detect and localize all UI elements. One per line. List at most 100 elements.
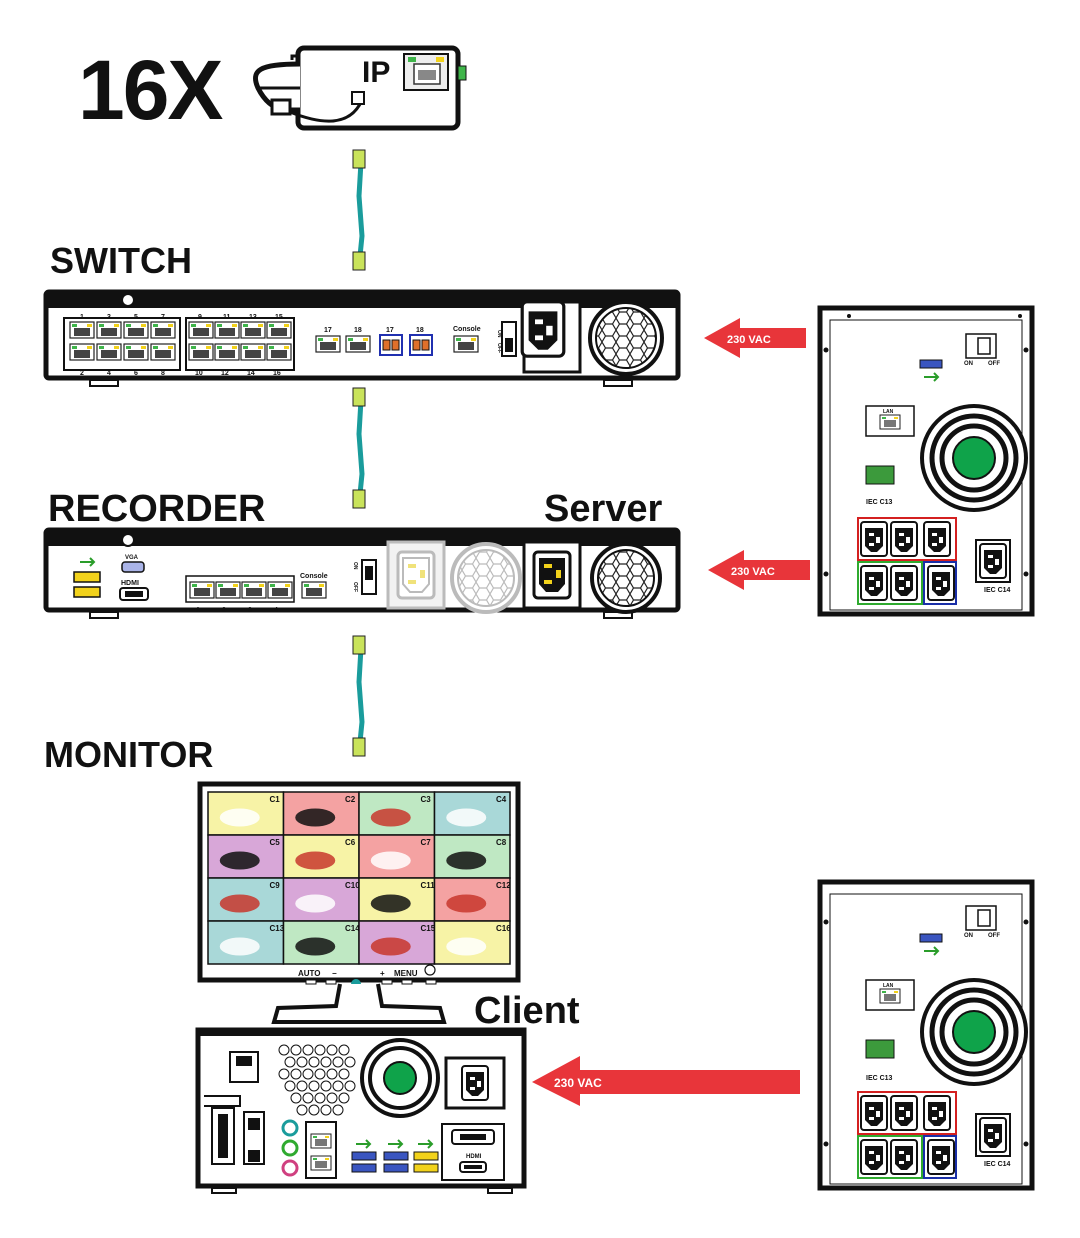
power-arrow-recorder: 230 VAC bbox=[708, 550, 810, 590]
switch-port-4: 4 bbox=[107, 370, 111, 377]
camera-view-c4: C4 bbox=[433, 791, 511, 836]
recorder-console-label: Console bbox=[300, 573, 328, 580]
cable-recorder-monitor bbox=[353, 636, 365, 756]
camera-view-label: C5 bbox=[270, 838, 281, 847]
switch-port-9: 9 bbox=[198, 314, 202, 321]
client-title: Client bbox=[474, 990, 580, 1032]
camera-count-label: 16X bbox=[78, 43, 223, 137]
camera-view-pictogram bbox=[219, 851, 260, 870]
recorder-on-label: ON bbox=[352, 562, 358, 570]
recorder-vga-label: VGA bbox=[125, 555, 139, 561]
camera-view-label: C13 bbox=[270, 924, 285, 933]
camera-view-c1: C1 bbox=[207, 791, 285, 836]
power-arrow-switch: 230 VAC bbox=[704, 318, 806, 358]
switch-port-11: 11 bbox=[223, 314, 231, 321]
switch-port-6: 6 bbox=[134, 370, 138, 377]
camera-view-pictogram bbox=[446, 808, 487, 827]
camera-view-c10: C10 bbox=[282, 877, 360, 922]
recorder-port-1: 1 bbox=[196, 607, 200, 614]
switch-uplink-18: 18 bbox=[354, 327, 362, 334]
camera-view-c2: C2 bbox=[282, 791, 360, 836]
recorder-hdmi-label: HDMI bbox=[121, 580, 139, 587]
ups-bottom-off: OFF bbox=[988, 933, 1000, 939]
power-label-recorder: 230 VAC bbox=[731, 566, 775, 578]
switch-console-label: Console bbox=[453, 326, 481, 333]
camera-view-pictogram bbox=[219, 937, 260, 956]
camera-view-c12: C12 bbox=[433, 877, 511, 922]
switch-device: 1 3 5 7 9 11 13 15 2 4 6 8 10 12 14 16 1… bbox=[43, 289, 681, 387]
camera-view-c7: C7 bbox=[358, 834, 436, 879]
camera-view-c8: C8 bbox=[433, 834, 511, 879]
ups-bottom-iec-c14: IEC C14 bbox=[984, 1161, 1011, 1168]
camera-view-label: C9 bbox=[270, 881, 281, 890]
camera-view-pictogram bbox=[446, 851, 487, 870]
camera-view-label: C6 bbox=[345, 838, 356, 847]
camera-view-pictogram bbox=[295, 851, 336, 870]
camera-view-label: C3 bbox=[421, 795, 432, 804]
camera-view-pictogram bbox=[370, 937, 411, 956]
camera-view-pictogram bbox=[295, 808, 336, 827]
ups-bottom-lan: LAN bbox=[883, 983, 894, 989]
ups-bottom: ON OFF LAN IEC C13 IEC C14 bbox=[817, 879, 1035, 1191]
recorder-title: RECORDER bbox=[48, 488, 266, 530]
camera-view-pictogram bbox=[219, 808, 260, 827]
camera-view-label: C10 bbox=[345, 881, 360, 890]
camera-view-pictogram bbox=[370, 808, 411, 827]
power-label-switch: 230 VAC bbox=[727, 334, 771, 346]
switch-on-label: ON bbox=[496, 330, 502, 338]
switch-title: SWITCH bbox=[50, 240, 192, 281]
camera-view-c11: C11 bbox=[358, 877, 436, 922]
camera-view-c13: C13 bbox=[207, 920, 285, 965]
server-title: Server bbox=[544, 488, 663, 530]
ups-top-iec-c13: IEC C13 bbox=[866, 499, 893, 506]
ups-bottom-on: ON bbox=[964, 933, 973, 939]
switch-port-7: 7 bbox=[161, 314, 165, 321]
camera-view-label: C1 bbox=[270, 795, 281, 804]
switch-port-2: 2 bbox=[80, 370, 84, 377]
ups-top-off: OFF bbox=[988, 361, 1000, 367]
camera-view-label: C8 bbox=[496, 838, 507, 847]
cable-camera-switch bbox=[353, 150, 365, 270]
camera-view-pictogram bbox=[219, 894, 260, 913]
recorder-port-2: 2 bbox=[222, 607, 226, 614]
camera-view-pictogram bbox=[295, 937, 336, 956]
client-device: HDMI bbox=[195, 1027, 527, 1194]
power-arrow-client: 230 VAC bbox=[532, 1056, 800, 1106]
camera-view-label: C16 bbox=[496, 924, 511, 933]
monitor-minus: − bbox=[332, 969, 337, 978]
camera-view-label: C11 bbox=[421, 881, 436, 890]
switch-sfp-17: 17 bbox=[386, 327, 394, 334]
recorder-port-4: 4 bbox=[274, 607, 278, 614]
switch-port-15: 15 bbox=[275, 314, 283, 321]
recorder-port-3: 3 bbox=[248, 607, 252, 614]
camera-view-c9: C9 bbox=[207, 877, 285, 922]
ups-top: ON OFF LAN IEC C13 IEC C14 bbox=[817, 305, 1035, 617]
camera-view-label: C15 bbox=[421, 924, 436, 933]
switch-port-14: 14 bbox=[247, 370, 255, 377]
camera-view-c5: C5 bbox=[207, 834, 285, 879]
monitor-title: MONITOR bbox=[44, 734, 214, 775]
camera-ip-tag: IP bbox=[362, 56, 390, 89]
camera-view-pictogram bbox=[295, 894, 336, 913]
power-label-client: 230 VAC bbox=[554, 1076, 602, 1090]
camera-view-c15: C15 bbox=[358, 920, 436, 965]
camera-view-label: C12 bbox=[496, 881, 511, 890]
ups-top-lan: LAN bbox=[883, 409, 894, 415]
switch-sfp-18: 18 bbox=[416, 327, 424, 334]
camera-view-label: C7 bbox=[421, 838, 432, 847]
camera-view-c3: C3 bbox=[358, 791, 436, 836]
camera-view-label: C4 bbox=[496, 795, 507, 804]
camera-view-c16: C16 bbox=[433, 920, 511, 965]
camera-view-pictogram bbox=[370, 851, 411, 870]
switch-port-12: 12 bbox=[221, 370, 229, 377]
switch-port-3: 3 bbox=[107, 314, 111, 321]
camera-view-pictogram bbox=[446, 894, 487, 913]
camera-view-c14: C14 bbox=[282, 920, 360, 965]
monitor-plus: + bbox=[380, 969, 385, 978]
ups-bottom-iec-c13: IEC C13 bbox=[866, 1075, 893, 1082]
camera-view-c6: C6 bbox=[282, 834, 360, 879]
cable-switch-recorder bbox=[353, 388, 365, 508]
camera-view-label: C2 bbox=[345, 795, 356, 804]
